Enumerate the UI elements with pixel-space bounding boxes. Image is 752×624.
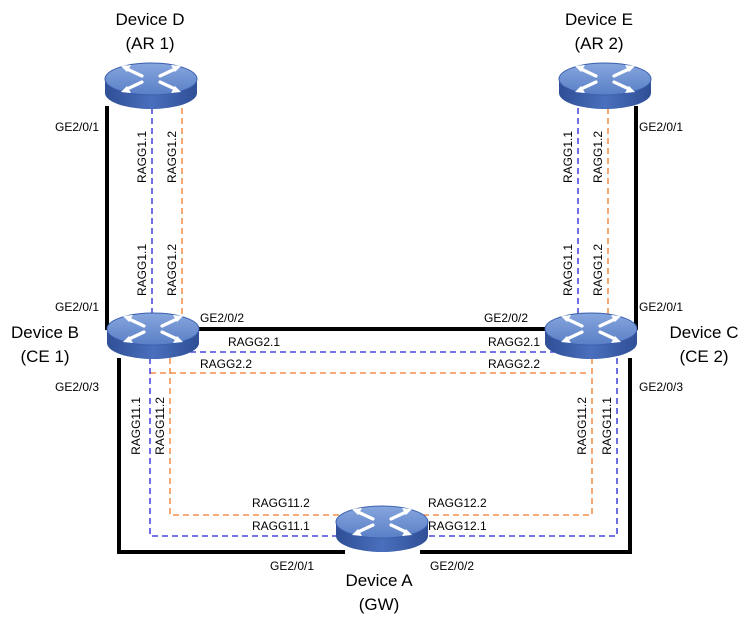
port-label: GE2/0/1 [639, 300, 683, 314]
router-icon[interactable] [543, 311, 639, 361]
device-d-name: Device D [116, 10, 185, 29]
device-d-role: (AR 1) [125, 34, 174, 53]
ragg-label: RAGG11.1 [600, 397, 614, 455]
ragg-label: RAGG11.2 [575, 397, 589, 455]
ragg-label: RAGG12.1 [428, 519, 487, 533]
ragg-label: RAGG11.2 [252, 496, 310, 510]
port-label: GE2/0/1 [270, 559, 314, 573]
device-c-name: Device C [670, 323, 739, 342]
port-label: GE2/0/2 [200, 311, 244, 325]
port-label: GE2/0/2 [430, 559, 474, 573]
device-a-name: Device A [345, 571, 413, 590]
ragg-label: RAGG11.1 [252, 519, 310, 533]
port-label: GE2/0/2 [484, 311, 528, 325]
ragg12-2-c-a [420, 358, 593, 516]
ragg-label: RAGG2.1 [488, 335, 540, 349]
ragg-label: RAGG1.2 [591, 244, 605, 296]
port-label: GE2/0/3 [55, 380, 99, 394]
port-label: GE2/0/3 [639, 380, 683, 394]
device-e-role: (AR 2) [574, 34, 623, 53]
ragg-label: RAGG1.2 [165, 131, 179, 183]
device-c-role: (CE 2) [679, 347, 728, 366]
ragg-label: RAGG11.1 [129, 397, 143, 455]
ragg-label: RAGG1.2 [165, 244, 179, 296]
port-label: GE2/0/1 [55, 300, 99, 314]
device-a-role: (GW) [359, 595, 400, 614]
ragg-links [149, 98, 618, 537]
ragg11-2-b-a [169, 358, 345, 516]
ragg-label: RAGG2.2 [200, 357, 252, 371]
port-label: GE2/0/1 [55, 120, 99, 134]
ragg-label: RAGG11.2 [153, 397, 167, 455]
ragg11-1-b-a [149, 358, 345, 537]
device-b-name: Device B [11, 323, 79, 342]
link-c-a [420, 358, 632, 554]
router-icon[interactable] [557, 61, 653, 111]
ragg-label: RAGG1.2 [591, 131, 605, 183]
ragg-label: RAGG1.1 [135, 131, 149, 183]
ragg-label: RAGG12.2 [428, 496, 487, 510]
ragg-label: RAGG1.1 [561, 244, 575, 296]
ragg-label: RAGG1.1 [135, 244, 149, 296]
router-icon[interactable] [105, 311, 201, 361]
ragg-label: RAGG1.1 [561, 131, 575, 183]
router-icon[interactable] [334, 504, 430, 554]
ragg-label: RAGG2.1 [228, 335, 280, 349]
device-b-role: (CE 1) [20, 347, 69, 366]
device-e-name: Device E [565, 10, 633, 29]
port-label: GE2/0/1 [639, 120, 683, 134]
physical-links [105, 106, 638, 554]
ragg-label: RAGG2.2 [488, 357, 540, 371]
link-b-a [117, 358, 345, 554]
router-icon[interactable] [103, 61, 199, 111]
